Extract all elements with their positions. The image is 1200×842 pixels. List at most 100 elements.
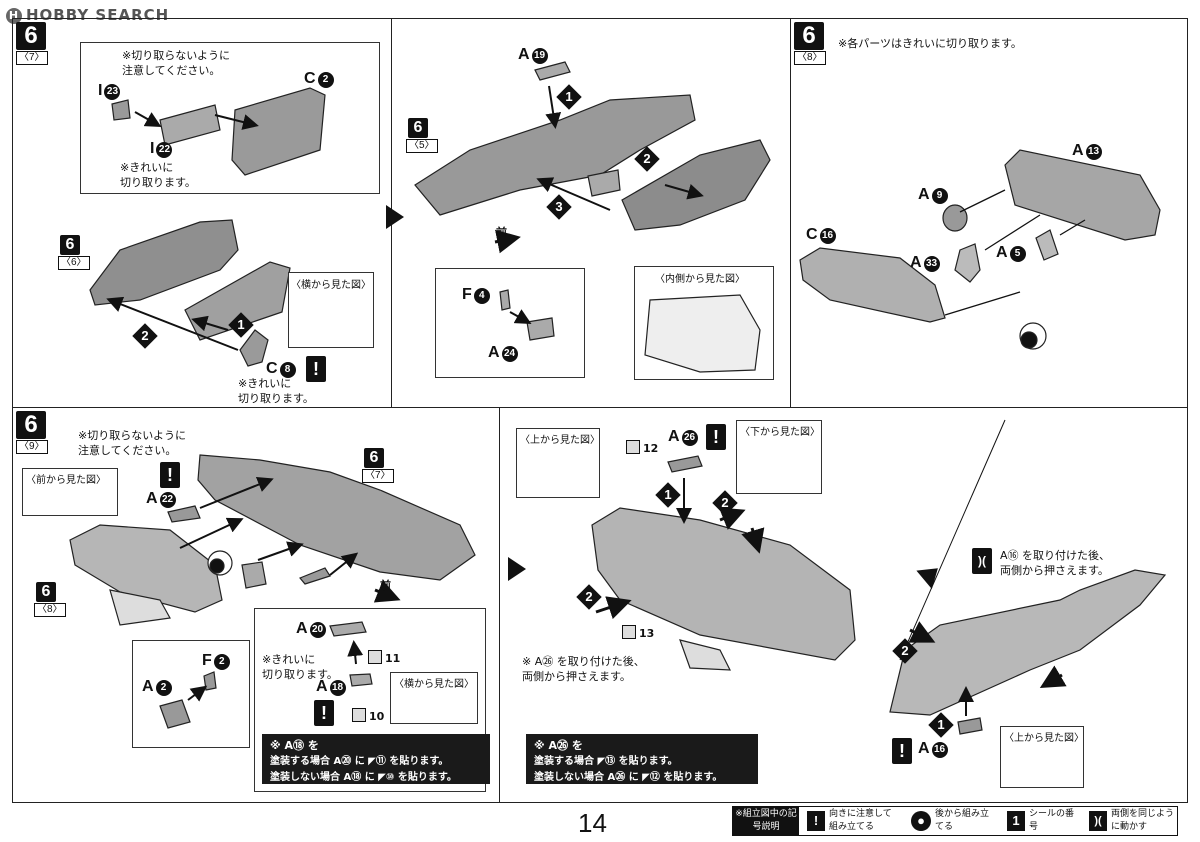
part-a19 [534, 61, 571, 81]
legend-item: 後から組み立てる [935, 809, 990, 832]
sticker-icon [626, 440, 640, 454]
part-a24-small [587, 169, 621, 197]
sticker-icon [368, 650, 382, 664]
detail-box-a20 [254, 608, 486, 792]
legend-title: ※組立図中の記号説明 [733, 807, 799, 836]
detail-box-f2 [132, 640, 250, 748]
step-marker-1: 1 [655, 482, 681, 508]
bottom-view-box [736, 420, 822, 494]
note-cut-cleanly-2: ※きれいに 切り取ります。 [238, 377, 314, 405]
inner-view-title: 〈内側から見た図〉 [655, 274, 745, 285]
part-i23 [111, 99, 131, 121]
step-number: 6 [16, 22, 46, 50]
sticker-12: 12 [626, 440, 658, 456]
symbol-legend: ※組立図中の記号説明 ! 向きに注意して組み立てる ● 後から組み立てる 1 シ… [732, 806, 1178, 836]
top-view-box [1000, 726, 1084, 788]
note-press-both-sides: A⑯ を取り付けた後、 両側から押さえます。 [1000, 549, 1111, 577]
caution-icon: ! [306, 356, 326, 382]
front-label: 前 [380, 579, 391, 592]
part-c2 [231, 87, 326, 176]
top-view-box [516, 428, 600, 498]
caution-icon: ! [314, 700, 334, 726]
sticker-11: 11 [368, 650, 400, 666]
note-do-not-cut: ※切り取らないように 注意してください。 [78, 429, 186, 457]
later-assembly-icon: ● [911, 811, 931, 831]
front-view-box [22, 468, 118, 516]
page-number: 14 [578, 808, 607, 838]
caution-icon: ! [807, 811, 825, 831]
caution-icon: ! [706, 424, 726, 450]
side-view-title: 〈横から見た図〉 [291, 280, 371, 291]
callout-box [80, 42, 380, 194]
step-marker-1: 1 [556, 84, 582, 110]
caution-icon: ! [892, 738, 912, 764]
top-view-title: 〈上から見た図〉 [1004, 733, 1084, 744]
next-step-arrow [508, 557, 526, 581]
step-marker-1: 1 [228, 312, 254, 338]
substep-label: 〈9〉 [16, 440, 48, 454]
note-cut-all-parts: ※各パーツはきれいに切り取ります。 [838, 37, 1022, 50]
ref-substep: 〈6〉 [58, 256, 90, 270]
panel-ef-frame [499, 407, 1188, 803]
part-c8 [239, 329, 269, 367]
legend-item: シールの番号 [1029, 809, 1075, 832]
move-both-sides-icon: )( [1089, 811, 1107, 831]
step-marker-2: 2 [634, 146, 660, 172]
ref-substep: 〈7〉 [362, 469, 394, 483]
move-both-sides-icon: )( [972, 548, 992, 574]
ref-substep: 〈5〉 [406, 139, 438, 153]
detail-box-f4 [435, 268, 585, 378]
part-a13 [1004, 149, 1161, 241]
front-view-title: 〈前から見た図〉 [26, 475, 106, 486]
legend-item: 両側を同じように動かす [1111, 809, 1175, 832]
side-view-box [390, 672, 478, 724]
ref-step: 6 [36, 582, 56, 602]
painting-instructions: ※ A㉖ を 塗装する場合 ◤⑬ を貼ります。 塗装しない場合 A㉖ に ◤⑫ … [526, 734, 758, 784]
part-main-body [414, 94, 696, 216]
part-c16 [799, 247, 946, 323]
step-marker-3: 3 [546, 194, 572, 220]
sticker-icon [352, 708, 366, 722]
sticker-number-icon: 1 [1007, 811, 1025, 831]
bottom-view-title: 〈下から見た図〉 [740, 427, 820, 438]
sticker-icon [622, 625, 636, 639]
note-cut-cleanly: ※きれいに 切り取ります。 [120, 161, 196, 189]
next-step-arrow [386, 205, 404, 229]
step-marker-2: 2 [892, 638, 918, 664]
painting-instructions: ※ A⑱ を 塗装する場合 A⑳ に ◤⑪ を貼ります。 塗装しない場合 A⑱ … [262, 734, 490, 784]
note-press-both-sides: ※ A㉖ を取り付けた後、 両側から押さえます。 [522, 655, 645, 683]
caution-icon: ! [160, 462, 180, 488]
note-do-not-cut: ※切り取らないように 注意してください。 [122, 49, 230, 77]
inner-view-box [634, 266, 774, 380]
ref-step: 6 [364, 448, 384, 468]
step-marker-1: 1 [928, 712, 954, 738]
step-number: 6 [794, 22, 824, 50]
sticker-10: 10 [352, 708, 384, 724]
logo-icon: H [6, 8, 22, 24]
front-label: 前 [496, 226, 507, 239]
ref-substep: 〈8〉 [34, 603, 66, 617]
side-view-box [288, 272, 374, 348]
legend-item: 向きに注意して組み立てる [829, 809, 892, 832]
step-marker-2: 2 [712, 490, 738, 516]
ref-step: 6 [408, 118, 428, 138]
ref-step: 6 [60, 235, 80, 255]
substep-label: 〈7〉 [16, 51, 48, 65]
